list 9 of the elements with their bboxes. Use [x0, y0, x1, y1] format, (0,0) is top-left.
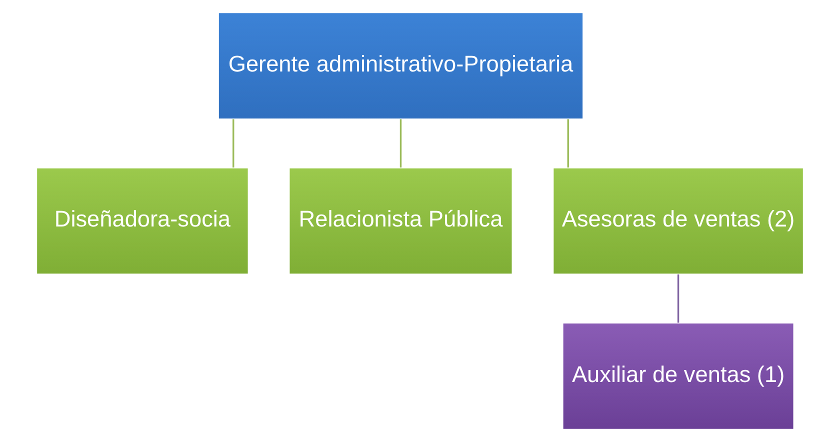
connector — [232, 119, 234, 168]
node-box: Asesoras de ventas (2) — [552, 167, 804, 275]
connector — [566, 119, 568, 168]
node-box: Gerente administrativo-Propietaria — [217, 12, 584, 120]
connector — [676, 274, 679, 323]
node-box: Auxiliar de ventas (1) — [562, 322, 794, 430]
node-box: Diseñadora-socia — [35, 167, 248, 275]
node-box: Relacionista Pública — [288, 167, 512, 275]
connector — [399, 119, 402, 168]
